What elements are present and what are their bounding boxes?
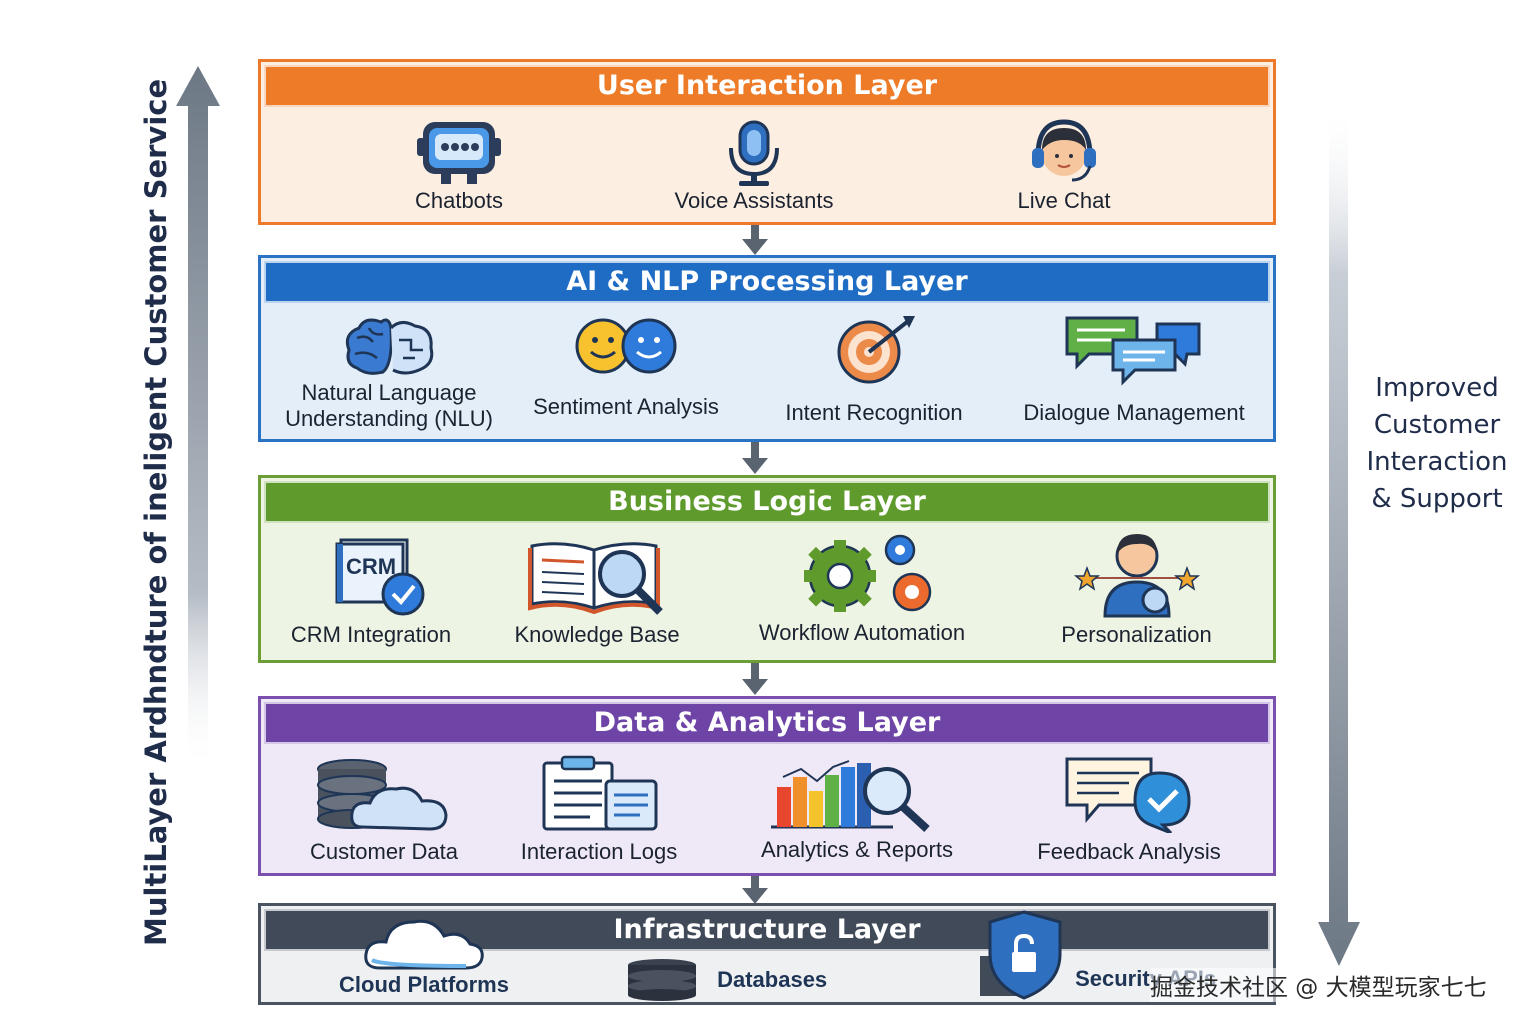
business-logic-layer: Business Logic Layer CRM CRM Integration [258, 475, 1276, 663]
gears-icon [804, 534, 932, 612]
live-chat-item: Live Chat [999, 118, 1129, 214]
watermark: 掘金技术社区 @ 大模型玩家七七 [1150, 968, 1487, 1002]
down-connector-icon [742, 876, 768, 904]
personalization-item: Personalization [1034, 530, 1239, 648]
item-label: Feedback Analysis [1037, 839, 1221, 864]
crm-icon-text: CRM [346, 554, 396, 579]
user-interaction-layer: User Interaction Layer Chatbots [258, 59, 1276, 225]
brain-icon [345, 318, 434, 375]
intent-recognition-item: Intent Recognition [769, 314, 979, 426]
outcome-line-4: & Support [1371, 484, 1503, 514]
item-label: Cloud Platforms [339, 972, 509, 997]
voice-assistants-item: Voice Assistants [659, 118, 849, 214]
outcome-line-2: Customer [1373, 410, 1501, 440]
item-label: Analytics & Reports [761, 837, 953, 862]
chatbots-item: Chatbots [394, 118, 524, 214]
layer-title: User Interaction Layer [264, 65, 1270, 107]
down-connector-icon [742, 225, 768, 255]
item-label: Workflow Automation [758, 620, 966, 645]
down-connector-icon [742, 442, 768, 474]
dialogue-management-item: Dialogue Management [1009, 314, 1259, 426]
sentiment-analysis-item: Sentiment Analysis [526, 316, 726, 420]
layer-title: Data & Analytics Layer [264, 702, 1270, 744]
left-side-annotation: MultiLayer Ardhndture of ineligent Custo… [139, 60, 220, 960]
bar-chart-magnifier-icon [771, 760, 930, 832]
right-side-annotation: Improved Customer Interaction & Support [1312, 96, 1512, 976]
layer-title: Business Logic Layer [264, 481, 1270, 523]
layer-title: Infrastructure Layer [264, 909, 1270, 951]
cloud-icon [364, 919, 484, 970]
outcome-label: Improved Customer Interaction & Support [1362, 370, 1512, 518]
item-label: Knowledge Base [514, 622, 680, 647]
item-label: CRM Integration [290, 622, 452, 647]
outcome-line-3: Interaction [1366, 447, 1508, 477]
ai-nlp-processing-layer: AI & NLP Processing Layer Natural Langua… [258, 255, 1276, 442]
analytics-reports-item: Analytics & Reports [742, 753, 972, 863]
item-label-line-1: Natural Language [301, 380, 477, 405]
interaction-logs-item: Interaction Logs [504, 755, 694, 865]
knowledge-base-item: Knowledge Base [502, 536, 692, 648]
book-magnifier-icon [528, 542, 663, 615]
speech-bubbles-icon [1065, 316, 1201, 386]
target-icon [837, 316, 915, 384]
workflow-automation-item: Workflow Automation [742, 532, 982, 646]
down-connector-icon [742, 663, 768, 695]
crm-check-icon: CRM [335, 538, 425, 616]
crm-integration-item: CRM CRM Integration [276, 536, 466, 648]
chatbot-icon [417, 122, 501, 184]
layer-title: AI & NLP Processing Layer [264, 261, 1270, 303]
data-analytics-layer: Data & Analytics Layer Customer Data [258, 696, 1276, 876]
feedback-check-icon [1065, 757, 1191, 833]
microphone-icon [729, 120, 779, 186]
item-label: Sentiment Analysis [533, 394, 719, 419]
feedback-analysis-item: Feedback Analysis [1024, 753, 1234, 865]
up-arrow-icon [176, 66, 220, 770]
person-stars-icon [1073, 534, 1200, 618]
nlu-item: Natural Language Understanding (NLU) [274, 314, 504, 432]
item-label: Intent Recognition [785, 400, 963, 425]
item-label-line-2: Understanding (NLU) [285, 406, 493, 431]
item-label: Voice Assistants [674, 188, 834, 213]
shield-lock-icon [980, 910, 1062, 1000]
database-cloud-icon [317, 759, 448, 831]
customer-data-item: Customer Data [294, 757, 474, 865]
cloud-platforms-item: Cloud Platforms [314, 912, 534, 998]
item-label: Personalization [1061, 622, 1212, 647]
item-label: Customer Data [310, 839, 458, 864]
down-arrow-icon [1318, 102, 1360, 966]
item-label: Dialogue Management [1023, 400, 1245, 425]
clipboard-icon [542, 755, 658, 831]
item-label: Interaction Logs [520, 839, 678, 864]
item-label: Live Chat [1017, 188, 1111, 213]
database-icon [628, 959, 696, 1001]
architecture-title-vertical: MultiLayer Ardhndture of ineligent Custo… [139, 78, 173, 946]
infrastructure-layer: Infrastructure Layer Cloud Platforms Dat… [258, 903, 1276, 1005]
item-label: Databases [717, 967, 828, 992]
outcome-line-1: Improved [1375, 373, 1499, 403]
smiley-faces-icon [575, 318, 677, 374]
item-label: Chatbots [414, 188, 504, 213]
databases-item: Databases [624, 958, 834, 1002]
headset-agent-icon [1032, 119, 1096, 182]
